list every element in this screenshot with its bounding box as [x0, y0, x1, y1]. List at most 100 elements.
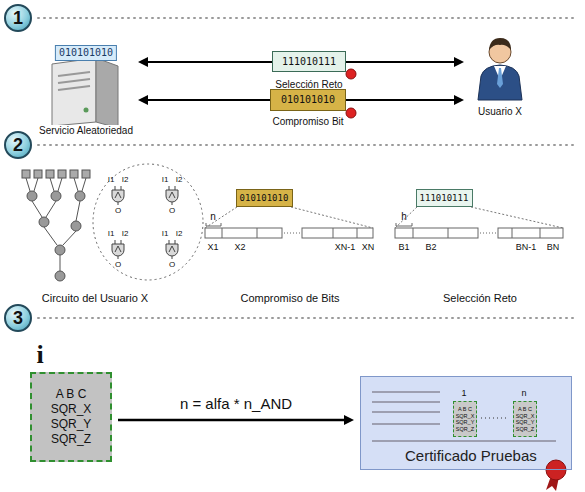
certificate-sheet: [372, 401, 440, 403]
label: O: [115, 206, 121, 215]
seal-icon: [546, 460, 566, 491]
circuit-tree: [76, 201, 80, 221]
bit-bar: [480, 233, 496, 234]
step-number: 1: [4, 4, 32, 32]
circuit-tree: [39, 217, 49, 227]
and-gate: [118, 202, 119, 205]
proof-thumbnail: A B CSQR_XSQR_YSQR_Z: [513, 401, 537, 437]
bit-string-box: 111010111Selección Reto: [272, 51, 346, 72]
label: O: [169, 260, 175, 269]
user-icon: [489, 38, 511, 50]
circuit-tree: [22, 170, 30, 178]
node-text: A B C: [518, 406, 532, 413]
node-label: Certificado Pruebas: [405, 447, 537, 464]
certificate-sheet: [372, 392, 556, 441]
label: B1: [398, 242, 409, 252]
circuit-tree: [32, 201, 42, 217]
label: I2: [176, 175, 183, 184]
and-gate: [115, 240, 116, 244]
and-gate: [115, 246, 121, 252]
and-gate: [112, 186, 178, 259]
connector: [118, 415, 354, 425]
circuit-tree: [51, 191, 61, 201]
server-icon: [58, 79, 90, 83]
and-gate: [121, 240, 122, 244]
seal-icon: [546, 460, 566, 480]
circuit-tree: [63, 231, 76, 245]
seal-icon: [346, 69, 356, 118]
and-gate: [112, 190, 124, 202]
node-text: SQR_Y: [516, 419, 535, 426]
certificate-sheet: [481, 418, 508, 419]
server-icon: [52, 58, 96, 126]
label: Circuito del Usuario X: [42, 292, 148, 305]
bit-string-box: 010101010Compromiso Bit: [270, 89, 346, 111]
bit-bar: [333, 228, 334, 238]
circuit-tree: [34, 170, 42, 178]
user-icon: [478, 38, 522, 100]
bit-string-box: 111010111: [416, 189, 473, 207]
certificate-sheet: [372, 391, 440, 393]
gate-group-outline: [93, 164, 203, 280]
label: O: [169, 206, 175, 215]
node-text: 010101010: [240, 192, 289, 204]
label: X1: [207, 242, 218, 252]
server-icon: [52, 58, 118, 128]
user-icon: [478, 65, 522, 100]
section-rule: [38, 17, 578, 19]
bit-bar: [302, 228, 373, 238]
and-gate: [115, 186, 116, 190]
and-gate: [169, 186, 170, 190]
bit-bar: [205, 223, 563, 238]
bit-bar: [396, 223, 412, 226]
node-text: SQR_Z: [516, 426, 534, 433]
seal-icon: [346, 69, 356, 79]
circuit-tree: [60, 255, 61, 271]
gate-group-outline: [93, 164, 203, 280]
and-gate: [166, 190, 178, 202]
label: O: [115, 260, 121, 269]
certificate-sheet: [372, 440, 556, 442]
and-gate: [118, 256, 119, 259]
bit-bar: [395, 228, 478, 238]
label: Selección Reto: [443, 292, 517, 305]
bit-bar: [206, 223, 221, 226]
arrowhead: [454, 57, 464, 67]
connector-line: [118, 419, 346, 422]
circuit-tree: [46, 201, 56, 217]
certificate-sheet: [360, 376, 572, 470]
section-rule: [38, 18, 578, 318]
node-text: A B C: [56, 387, 87, 402]
label: n: [210, 211, 216, 223]
arrowhead: [454, 95, 464, 105]
label: XN: [362, 242, 375, 252]
node-text: SQR_Y: [456, 419, 475, 426]
actor: Usuario X: [470, 36, 530, 122]
node-text: SQR_X: [51, 402, 92, 417]
certificate-sheet: [360, 376, 572, 470]
node-label: Usuario X: [476, 106, 524, 117]
circuit-tree: [55, 271, 65, 281]
leader-line: [205, 207, 563, 228]
bit-bar: [498, 228, 563, 238]
bit-bar: [257, 228, 258, 238]
and-gate: [169, 240, 170, 244]
circuit-tree: [50, 178, 54, 191]
label: I1: [162, 175, 169, 184]
node-label: 010101010: [55, 45, 117, 61]
circuit-tree: [22, 170, 90, 281]
circuit-tree: [75, 191, 85, 201]
label: I1: [108, 229, 115, 238]
server-icon: [58, 72, 90, 76]
circuit-tree: [27, 191, 37, 201]
edge-label: n = alfa * n_AND: [178, 395, 294, 412]
node-text: SQR_X: [456, 413, 475, 420]
label: i: [36, 340, 43, 370]
label: h: [401, 211, 407, 223]
bit-bar: [222, 228, 223, 238]
circuit-tree: [82, 178, 86, 191]
node-text: A B C: [458, 406, 472, 413]
certificate-sheet: [372, 411, 440, 413]
section-rule: [38, 317, 578, 319]
